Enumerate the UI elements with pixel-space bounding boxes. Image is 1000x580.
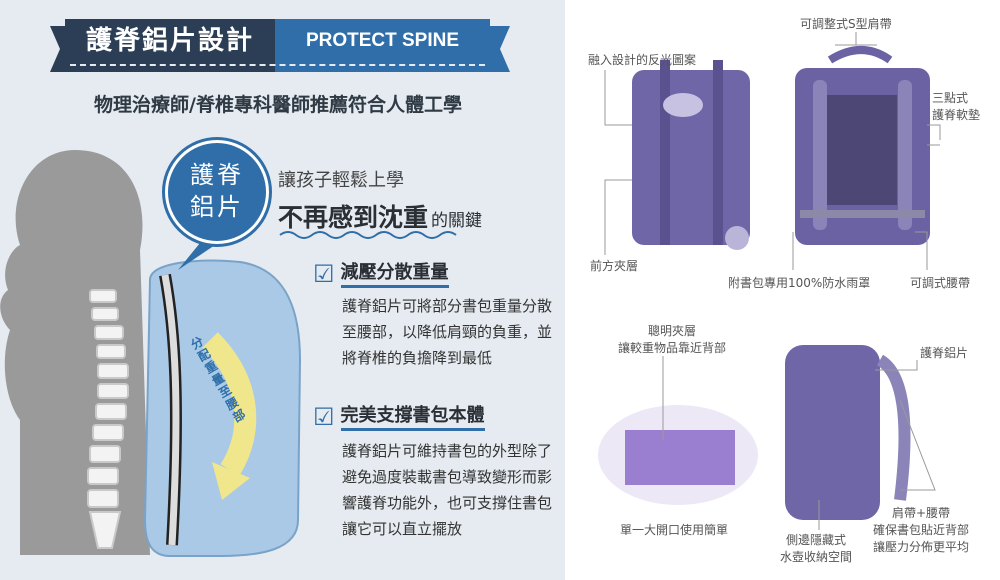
callout-line2: 鋁片 [190, 193, 244, 221]
label-back-pad: 三點式護脊軟墊 [932, 90, 980, 124]
checkbox-check-icon: ☑ [313, 403, 335, 431]
label-opening: 單一大開口使用簡單 [620, 523, 729, 537]
label-spine-plate: 護脊鋁片 [920, 346, 969, 360]
feature-2-heading-row: ☑ 完美支撐書包本體 [313, 403, 485, 431]
ribbon-left-tail [50, 26, 68, 72]
child-silhouette [0, 150, 150, 555]
feature-1-heading: 減壓分散重量 [340, 261, 449, 288]
backpack-front [632, 60, 750, 250]
product-photos [598, 32, 941, 530]
tagline-suffix: 的關鍵 [431, 211, 483, 231]
banner-stitch [70, 64, 485, 66]
label-straps-1: 肩帶+腰帶 [891, 506, 951, 520]
label-bottle-1: 側邊隱藏式 [786, 533, 847, 547]
callout-line1: 護脊 [190, 161, 244, 189]
backpack-open-top [598, 405, 758, 505]
label-back-pad-1: 三點式 [932, 91, 969, 105]
label-smart-pocket: 聰明夾層讓較重物品靠近背部 [618, 323, 726, 357]
wavy-underline [279, 231, 457, 239]
tagline-line2: 不再感到沈重的關鍵 [278, 198, 482, 234]
ribbon-right-tail [488, 26, 510, 72]
arrow-icon [202, 332, 257, 476]
label-bottle-2: 水壺收納空間 [780, 550, 853, 564]
tagline-emphasis: 不再感到沈重 [278, 203, 429, 232]
spine-icon [87, 289, 129, 549]
label-back-pad-2: 護脊軟墊 [932, 108, 981, 122]
label-smart-pocket-1: 聰明夾層 [648, 324, 697, 338]
callout-pointer [178, 243, 215, 270]
feature-1-heading-row: ☑ 減壓分散重量 [313, 260, 449, 288]
backpack-illustration [143, 259, 302, 557]
label-rain-cover: 附書包專用100%防水雨罩 [728, 276, 871, 290]
spine-protection-panel: 護脊鋁片設計 PROTECT SPINE 物理治療師/脊椎專科醫師推薦符合人體工… [0, 0, 565, 580]
banner-title-zh: 護脊鋁片設計 [65, 19, 275, 72]
banner-title-en: PROTECT SPINE [275, 19, 490, 72]
illustration [0, 26, 510, 557]
label-straps-3: 讓壓力分佈更平均 [873, 540, 970, 554]
label-straps: 肩帶+腰帶確保書包貼近背部讓壓力分佈更平均 [873, 505, 969, 556]
checkbox-check-icon: ☑ [313, 260, 335, 288]
backpack-back [795, 46, 930, 245]
leader-lines [604, 32, 941, 530]
label-reflective: 融入設計的反光圖案 [588, 53, 697, 67]
label-straps-2: 確保書包貼近背部 [873, 523, 970, 537]
feature-1-text: 護脊鋁片可將部分書包重量分散至腰部，以降低肩頸的負重，並將脊椎的負擔降到最低 [342, 297, 553, 367]
subtitle: 物理治療師/脊椎專科醫師推薦符合人體工學 [94, 94, 462, 116]
feature-2-heading: 完美支撐書包本體 [340, 404, 485, 431]
backpack-side [785, 345, 911, 520]
label-smart-pocket-2: 讓較重物品靠近背部 [618, 341, 727, 355]
label-waist-belt: 可調式腰帶 [910, 276, 971, 290]
label-front-pocket: 前方夾層 [590, 259, 639, 273]
tagline-line1: 讓孩子輕鬆上學 [278, 170, 404, 191]
label-bottle: 側邊隱藏式水壺收納空間 [780, 532, 852, 566]
label-s-strap: 可調整式S型肩帶 [800, 17, 892, 31]
callout-circle: 護脊鋁片 [162, 137, 272, 247]
feature-2-text: 護脊鋁片可維持書包的外型除了避免過度裝載書包導致變形而影響護脊功能外，也可支撐住… [342, 442, 553, 538]
